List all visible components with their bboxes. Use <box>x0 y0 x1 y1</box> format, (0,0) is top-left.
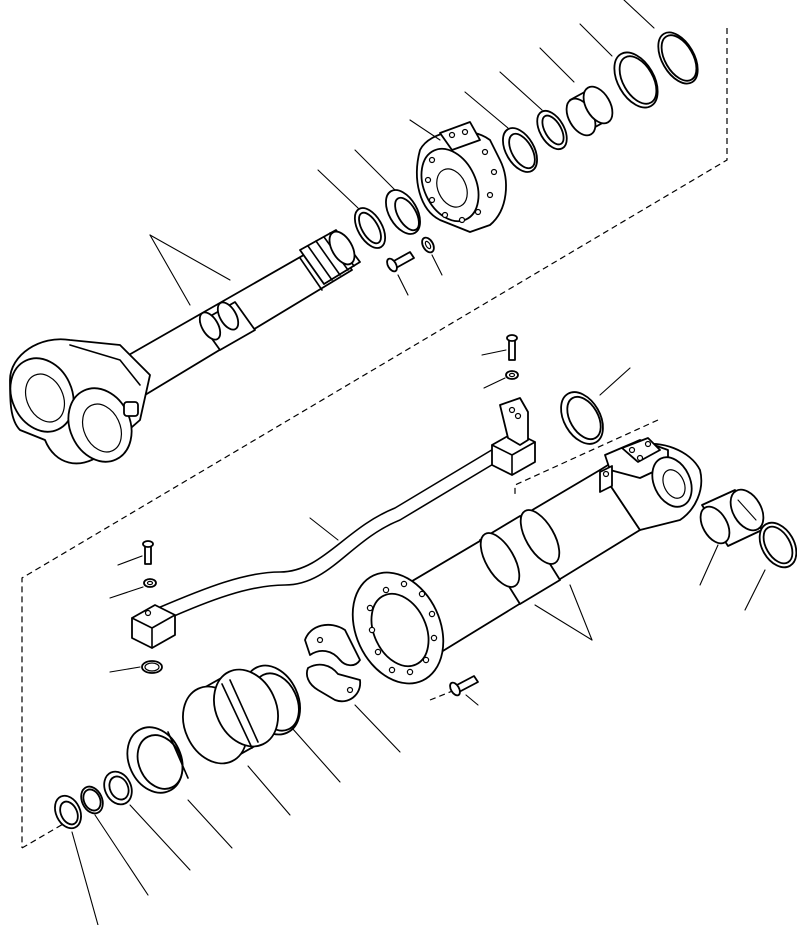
lock-washer <box>54 794 99 925</box>
upper-o-ring-lower-group <box>560 367 631 445</box>
piston <box>182 668 291 816</box>
bottom-bushing <box>699 488 765 586</box>
bottom-snap-ring <box>744 521 797 611</box>
wear-ring-1 <box>464 91 538 173</box>
upper-assembly-boundary <box>21 28 728 849</box>
bushing <box>539 47 614 137</box>
o-ring-top <box>579 23 659 109</box>
piping-washer-bottom <box>109 578 157 599</box>
tube-flange-bolt <box>449 675 479 706</box>
back-up-ring <box>623 0 699 85</box>
head-bolt <box>386 251 415 296</box>
tube-assembly <box>351 437 703 685</box>
rod-seal <box>317 169 387 249</box>
split-collar <box>304 623 401 753</box>
piping-washer-top <box>483 370 519 389</box>
rod-assembly <box>9 229 361 465</box>
piston-seal <box>126 726 233 849</box>
piping-bolt-bottom <box>117 540 154 566</box>
lower-assembly-boundary <box>429 419 659 701</box>
piping-o-ring <box>109 660 163 674</box>
cylinder-head-flange <box>409 119 507 233</box>
dust-seal-ring <box>354 149 421 235</box>
head-washer <box>421 236 443 276</box>
piping-bolt-top <box>481 334 518 361</box>
nut-ring <box>80 785 149 896</box>
piping <box>131 397 536 649</box>
wear-ring-2 <box>499 71 568 151</box>
wear-ring-bottom <box>103 770 191 871</box>
